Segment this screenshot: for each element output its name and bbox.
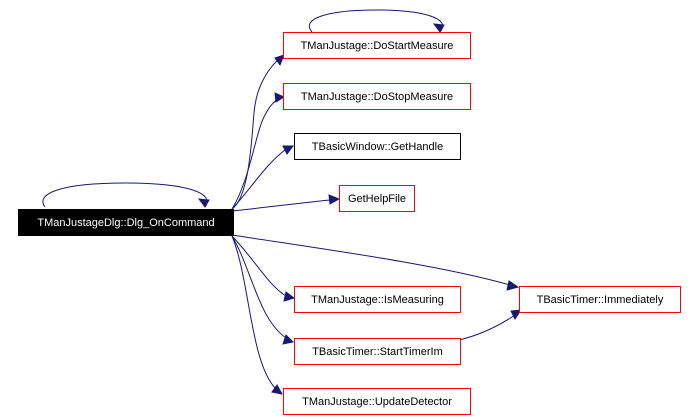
edge-root-to-dostopmeasure-arrow	[274, 92, 286, 103]
node-do-start-measure-label: TManJustage::DoStartMeasure	[300, 39, 454, 52]
edge-root-to-starttimerim	[231, 235, 287, 339]
edge-starttimerim-to-immediately-arrow	[510, 309, 523, 320]
node-get-handle-label: TBasicWindow::GetHandle	[311, 140, 444, 153]
edge-root-to-updatedetector	[231, 235, 276, 389]
edge-root-to-ismeasuring-arrow	[283, 291, 296, 302]
edge-root-self-loop-arrow	[197, 198, 210, 208]
edge-root-to-dostartmeasure-arrow	[274, 54, 285, 67]
node-root-dlg-oncommand[interactable]: TManJustageDlg::Dlg_OnCommand	[18, 209, 234, 236]
node-is-measuring-label: TManJustage::IsMeasuring	[311, 293, 444, 306]
edge-root-to-gethelpfile-arrow	[328, 194, 341, 205]
edge-root-to-gethandle-arrow	[282, 145, 294, 155]
node-get-handle[interactable]: TBasicWindow::GetHandle	[294, 133, 461, 160]
edge-root-to-starttimerim-arrow	[282, 334, 295, 345]
edge-root-to-dostartmeasure	[231, 55, 283, 210]
edge-root-to-updatedetector-arrow	[271, 384, 283, 395]
node-root-dlg-oncommand-label: TManJustageDlg::Dlg_OnCommand	[37, 216, 215, 229]
node-do-stop-measure-label: TManJustage::DoStopMeasure	[300, 90, 454, 103]
node-immediately-label: TBasicTimer::Immediately	[536, 293, 664, 306]
edge-dostart-self-loop-arrow	[432, 23, 445, 33]
edge-root-to-immediately	[231, 234, 511, 286]
node-start-timer-im-label: TBasicTimer::StartTimerIm	[312, 345, 443, 358]
edge-root-to-dostopmeasure	[231, 96, 284, 210]
edge-root-self-loop	[42, 182, 208, 208]
node-update-detector[interactable]: TManJustage::UpdateDetector	[283, 388, 471, 415]
node-is-measuring[interactable]: TManJustage::IsMeasuring	[294, 286, 461, 313]
node-get-help-file[interactable]: GetHelpFile	[339, 185, 415, 212]
edge-dostart-self-loop	[309, 9, 443, 33]
node-get-help-file-label: GetHelpFile	[347, 192, 407, 205]
edge-starttimerim-to-immediately	[458, 314, 516, 341]
node-do-stop-measure[interactable]: TManJustage::DoStopMeasure	[283, 83, 471, 110]
edge-root-to-immediately-arrow	[506, 280, 520, 291]
node-do-start-measure[interactable]: TManJustage::DoStartMeasure	[283, 32, 471, 59]
node-immediately[interactable]: TBasicTimer::Immediately	[519, 286, 681, 313]
node-start-timer-im[interactable]: TBasicTimer::StartTimerIm	[294, 338, 461, 365]
edge-root-to-ismeasuring	[231, 235, 287, 297]
node-update-detector-label: TManJustage::UpdateDetector	[302, 395, 452, 408]
edge-root-to-gethelpfile	[231, 199, 331, 212]
edge-root-to-gethandle	[231, 149, 286, 210]
